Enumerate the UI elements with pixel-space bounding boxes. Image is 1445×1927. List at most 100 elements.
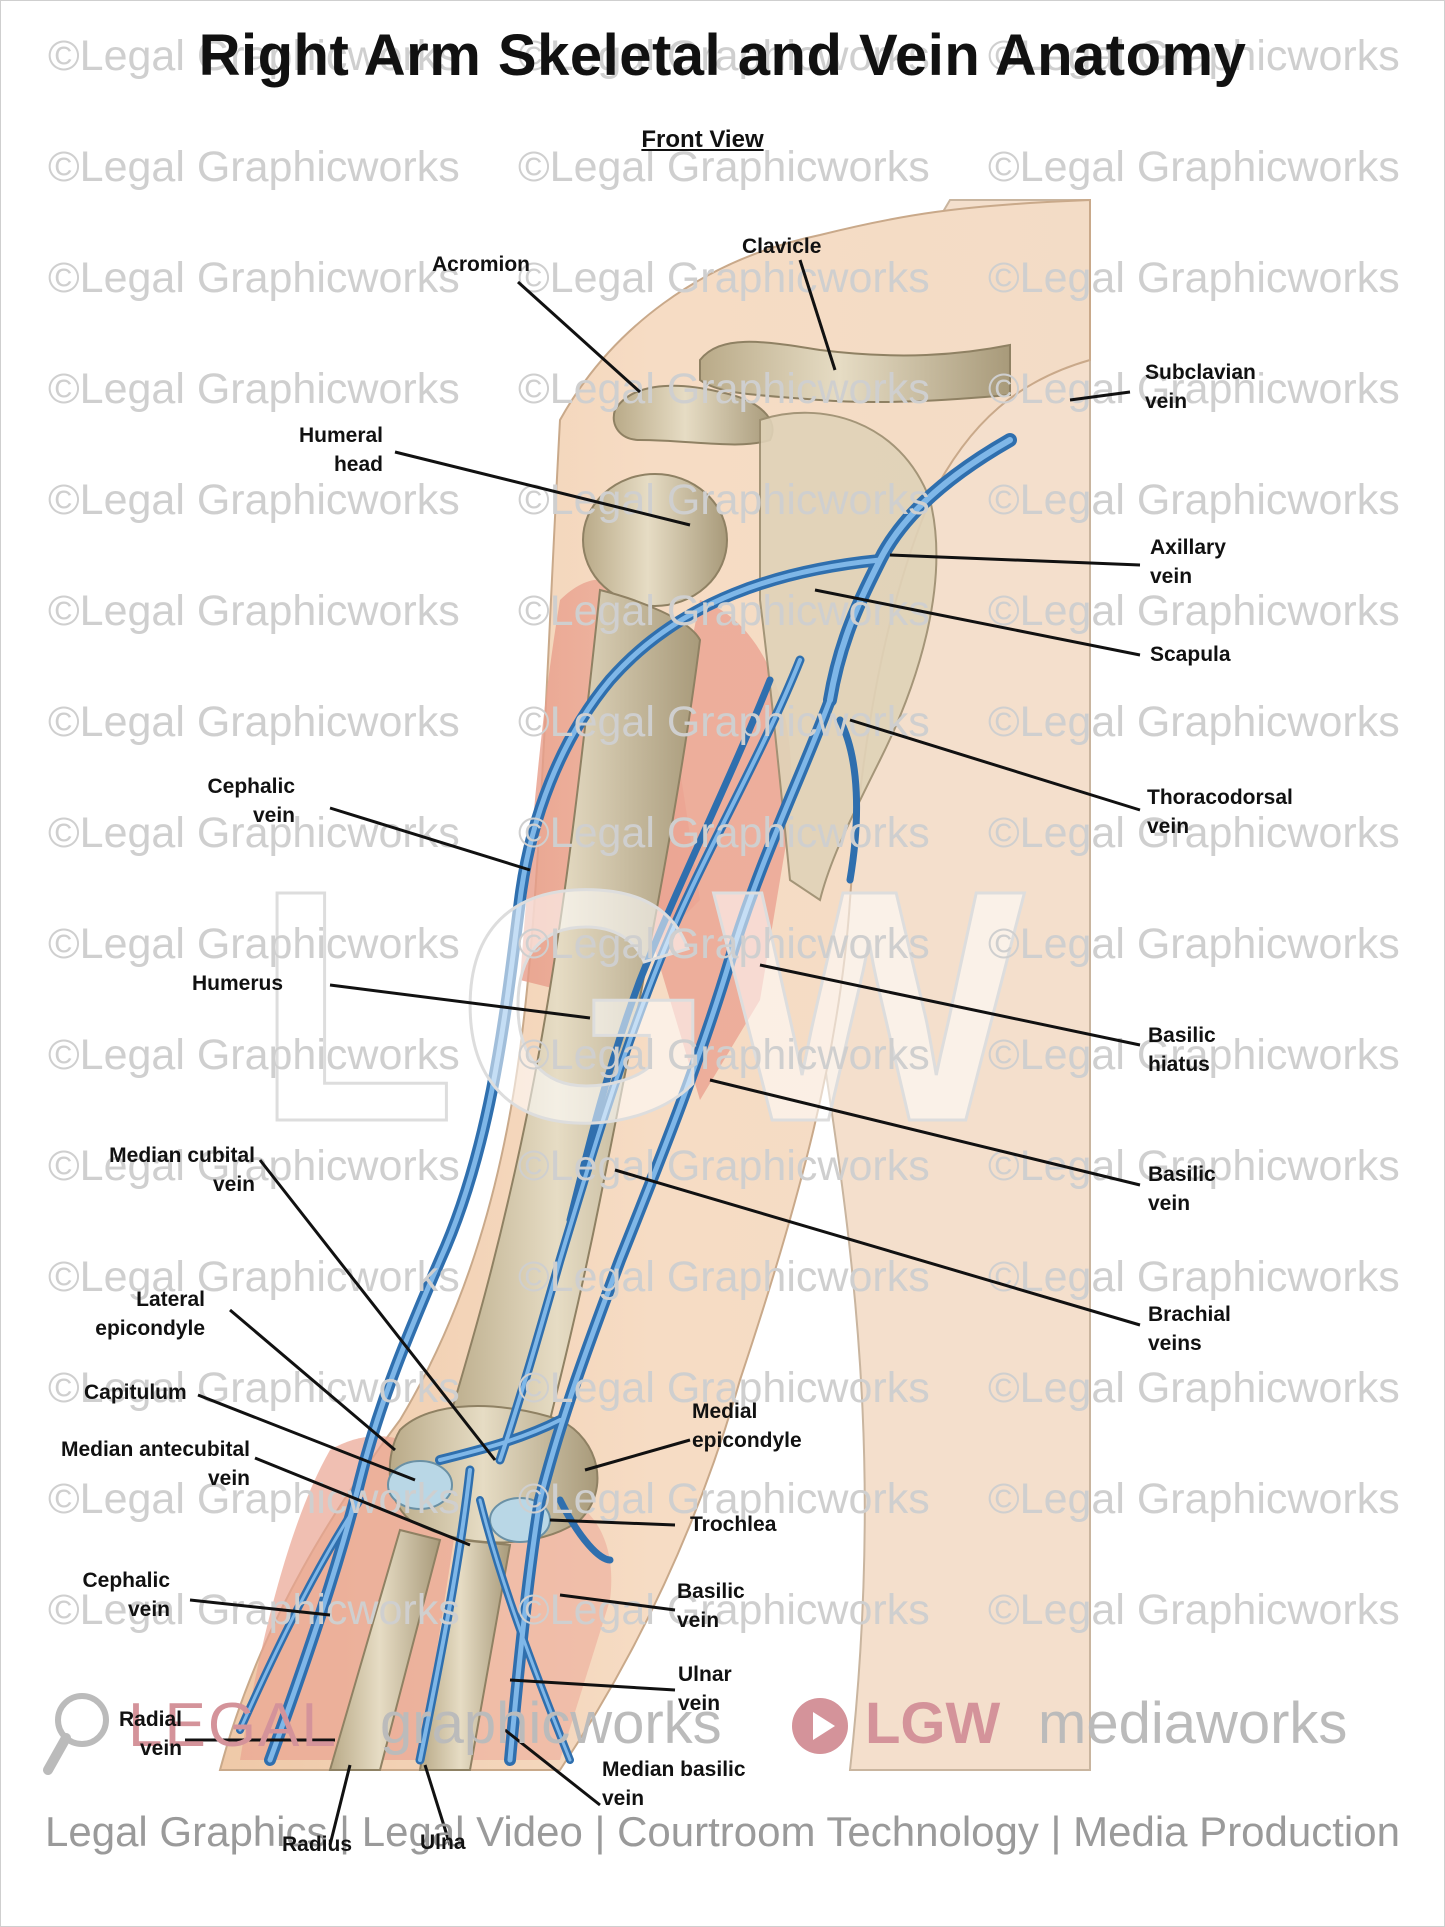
watermark-text: ©Legal Graphicworks <box>988 1364 1400 1412</box>
watermark-text: ©Legal Graphicworks <box>518 1364 930 1412</box>
watermark-text: ©Legal Graphicworks <box>518 920 930 968</box>
diagram-title: Right Arm Skeletal and Vein Anatomy <box>198 23 1247 88</box>
watermark-text: ©Legal Graphicworks <box>988 254 1400 302</box>
logo-lgw-text: LGW <box>865 1691 1001 1756</box>
leader-thoracodorsal-vein <box>849 718 1141 812</box>
leader-capitulum <box>197 1393 416 1482</box>
leader-basilic-vein-upper <box>709 1078 1141 1187</box>
leader-ulnar-vein <box>509 1678 676 1692</box>
watermark-text: ©Legal Graphicworks <box>518 587 930 635</box>
leader-subclavian-vein <box>1069 390 1131 402</box>
watermark-text: ©Legal Graphicworks <box>48 32 460 80</box>
watermark-text: ©Legal Graphicworks <box>518 254 930 302</box>
leader-median-basilic-vein <box>504 1728 601 1807</box>
watermark-text: ©Legal Graphicworks <box>518 809 930 857</box>
watermark-text: ©Legal Graphicworks <box>988 698 1400 746</box>
watermark-text: ©Legal Graphicworks <box>48 365 460 413</box>
leader-brachial-veins <box>614 1168 1141 1327</box>
watermark-text: ©Legal Graphicworks <box>518 1475 930 1523</box>
label-scapula: Scapula <box>1150 643 1231 666</box>
watermark-text: ©Legal Graphicworks <box>518 1031 930 1079</box>
leader-lateral-epicondyle <box>229 1308 396 1452</box>
leader-cephalic-vein-upper <box>329 806 531 872</box>
watermark-text: ©Legal Graphicworks <box>988 1475 1400 1523</box>
leader-basilic-hiatus <box>759 963 1141 1047</box>
label-ulna: Ulna <box>420 1831 466 1854</box>
watermark-text: ©Legal Graphicworks <box>988 920 1400 968</box>
watermark-text: ©Legal Graphicworks <box>518 143 930 191</box>
watermark-text: ©Legal Graphicworks <box>988 1586 1400 1634</box>
watermark-text: ©Legal Graphicworks <box>988 1253 1400 1301</box>
svg-text:LGW: LGW <box>255 821 1028 1190</box>
watermark-text: ©Legal Graphicworks <box>988 1031 1400 1079</box>
leader-scapula <box>814 588 1141 657</box>
leader-clavicle <box>798 259 837 371</box>
logo-legal-text: LEGAL <box>128 1691 338 1760</box>
watermark-text: ©Legal Graphicworks <box>48 1031 460 1079</box>
watermark-text: ©Legal Graphicworks <box>518 1586 930 1634</box>
label-capitulum: Capitulum <box>84 1381 187 1404</box>
watermark-text: ©Legal Graphicworks <box>518 1253 930 1301</box>
watermark-text: ©Legal Graphicworks <box>518 365 930 413</box>
watermark-text: ©Legal Graphicworks <box>988 365 1400 413</box>
leader-trochlea <box>549 1518 676 1527</box>
watermark-text: ©Legal Graphicworks <box>48 1364 460 1412</box>
tagline: Legal Graphics | Legal Video | Courtroom… <box>45 1808 1400 1855</box>
watermark-text: ©Legal Graphicworks <box>988 476 1400 524</box>
watermark-text: ©Legal Graphicworks <box>48 476 460 524</box>
brand-logo-bar: LEGAL graphicworks LGW mediaworks <box>0 1690 1445 1775</box>
magnifier-icon <box>43 1693 109 1775</box>
watermark-text: ©Legal Graphicworks <box>518 32 930 80</box>
watermark-text: ©Legal Graphicworks <box>48 698 460 746</box>
leader-humeral-head <box>394 450 691 527</box>
watermark-text: ©Legal Graphicworks <box>988 587 1400 635</box>
label-humerus: Humerus <box>192 972 284 995</box>
diagram-subtitle: Front View <box>641 126 764 153</box>
logo-mediaworks-text: mediaworks <box>1038 1691 1348 1756</box>
label-acromion: Acromion <box>432 253 531 276</box>
watermark-text: ©Legal Graphicworks <box>48 254 460 302</box>
logo-graphicworks-text: graphicworks <box>380 1691 722 1756</box>
leader-ulna <box>423 1764 452 1846</box>
leader-acromion <box>516 280 642 394</box>
leader-axillary-vein <box>889 553 1141 567</box>
watermark-text: ©Legal Graphicworks <box>988 809 1400 857</box>
watermark-text: ©Legal Graphicworks <box>48 920 460 968</box>
watermark-text: ©Legal Graphicworks <box>48 809 460 857</box>
label-trochlea: Trochlea <box>690 1513 777 1536</box>
leader-medial-epicondyle <box>584 1438 691 1472</box>
label-radius: Radius <box>282 1833 353 1856</box>
watermark-text: ©Legal Graphicworks <box>48 587 460 635</box>
leader-median-cubital-vein <box>258 1159 497 1461</box>
leader-humerus <box>329 983 591 1020</box>
leader-radius <box>328 1764 352 1846</box>
label-clavicle: Clavicle <box>742 235 822 258</box>
leader-basilic-vein-lower <box>559 1593 676 1612</box>
watermark-text: ©Legal Graphicworks <box>518 1142 930 1190</box>
watermark-text: ©Legal Graphicworks <box>48 1586 460 1634</box>
watermark-text: ©Legal Graphicworks <box>48 1142 460 1190</box>
watermark-text: ©Legal Graphicworks <box>48 1253 460 1301</box>
watermark-text: ©Legal Graphicworks <box>48 1475 460 1523</box>
watermark-text: ©Legal Graphicworks <box>988 143 1400 191</box>
watermark-text: ©Legal Graphicworks <box>988 32 1400 80</box>
leader-median-antecubital-vein <box>254 1456 471 1547</box>
